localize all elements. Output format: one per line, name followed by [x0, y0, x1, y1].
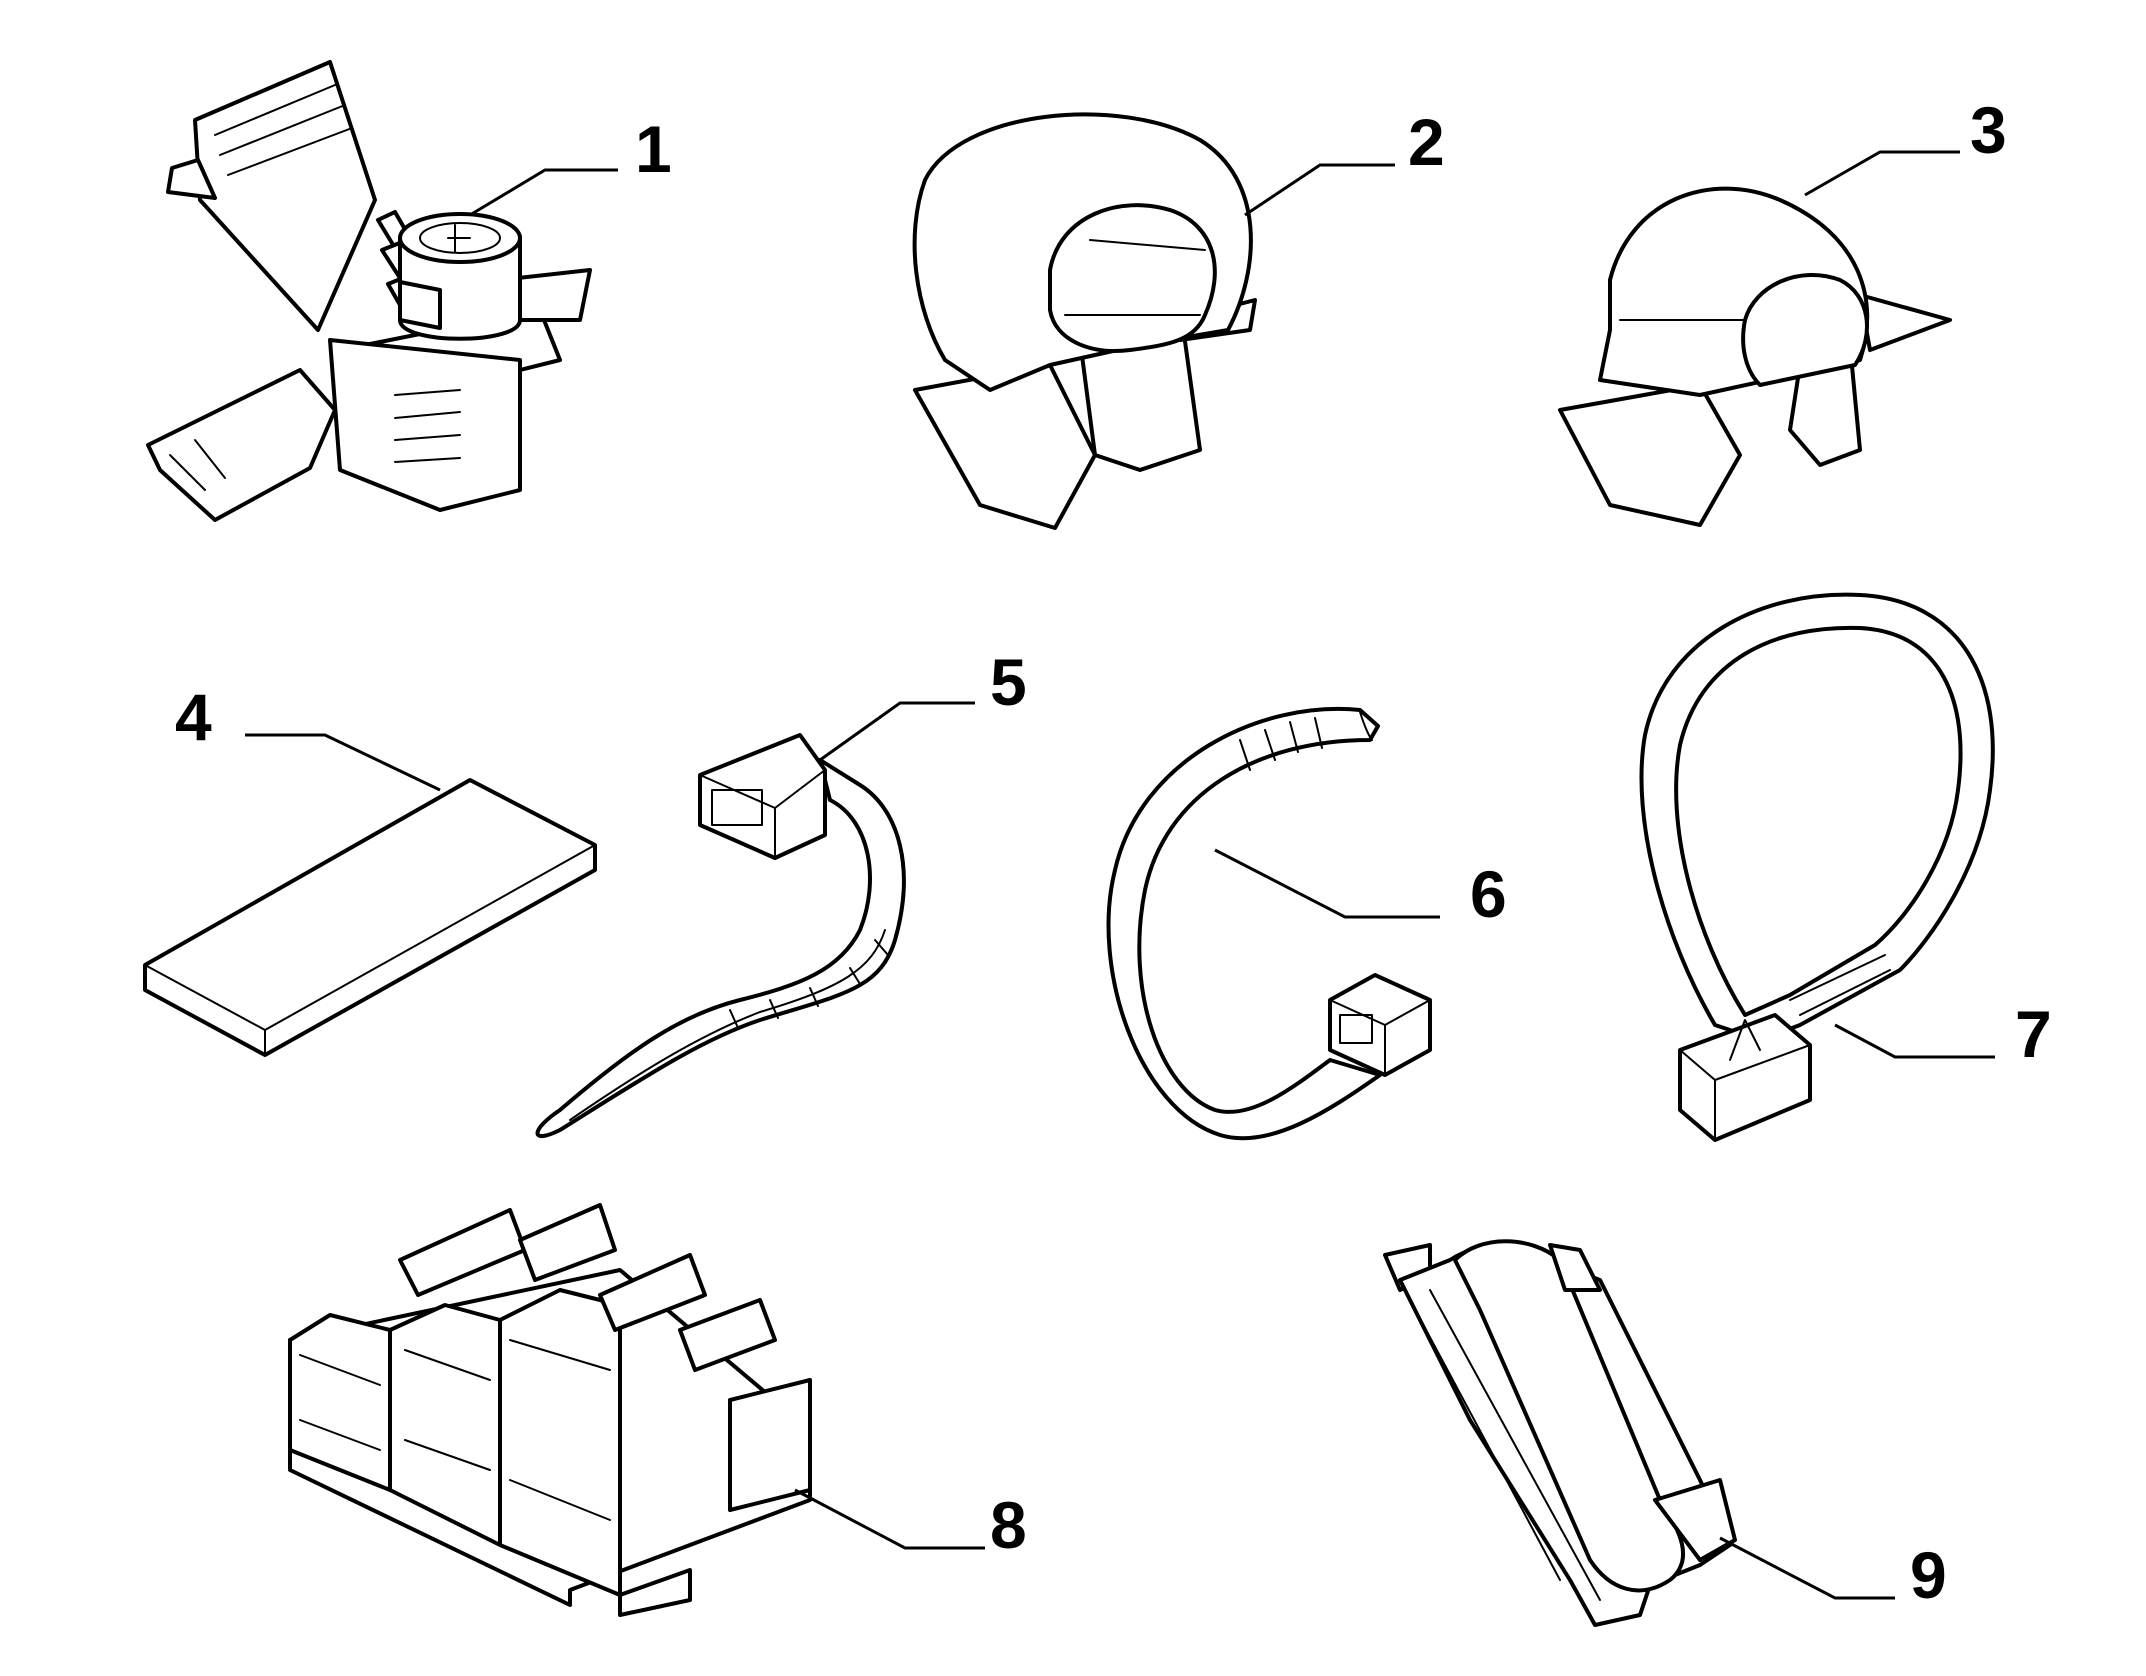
- callout-7: 7: [2015, 997, 2052, 1071]
- callout-5: 5: [990, 645, 1027, 719]
- callout-3: 3: [1970, 93, 2007, 167]
- part-6-cable-tie: [1106, 706, 1432, 1141]
- callout-9: 9: [1910, 1538, 1947, 1612]
- callout-1: 1: [635, 112, 672, 186]
- part-5-cable-tie: [535, 733, 906, 1139]
- leader-6: [1214, 848, 1440, 919]
- leader-3: [1804, 150, 1960, 197]
- part-3-small-clip: [1558, 186, 1952, 527]
- part-4-adhesive-pad: [143, 778, 597, 1057]
- part-2-round-clip: [912, 112, 1257, 530]
- leader-9: [1719, 1536, 1895, 1600]
- leader-4: [245, 733, 441, 792]
- leader-5: [819, 701, 975, 762]
- leader-7: [1834, 1023, 1995, 1059]
- callout-8: 8: [990, 1488, 1027, 1562]
- part-1-connector-bracket: [146, 60, 592, 522]
- leader-2: [1244, 163, 1395, 217]
- callout-4: 4: [175, 680, 212, 754]
- leader-8: [794, 1488, 985, 1550]
- part-8-retainer: [288, 1203, 812, 1617]
- callout-6: 6: [1470, 857, 1507, 931]
- callout-2: 2: [1408, 105, 1445, 179]
- leader-lines: [245, 150, 1995, 1600]
- leader-1: [469, 168, 618, 217]
- part-7-loop-tie: [1639, 592, 1995, 1142]
- callout-labels: 1 2 3 4 5 6 7 8 9: [175, 93, 2052, 1612]
- part-9-guide-channel: [1383, 1239, 1737, 1627]
